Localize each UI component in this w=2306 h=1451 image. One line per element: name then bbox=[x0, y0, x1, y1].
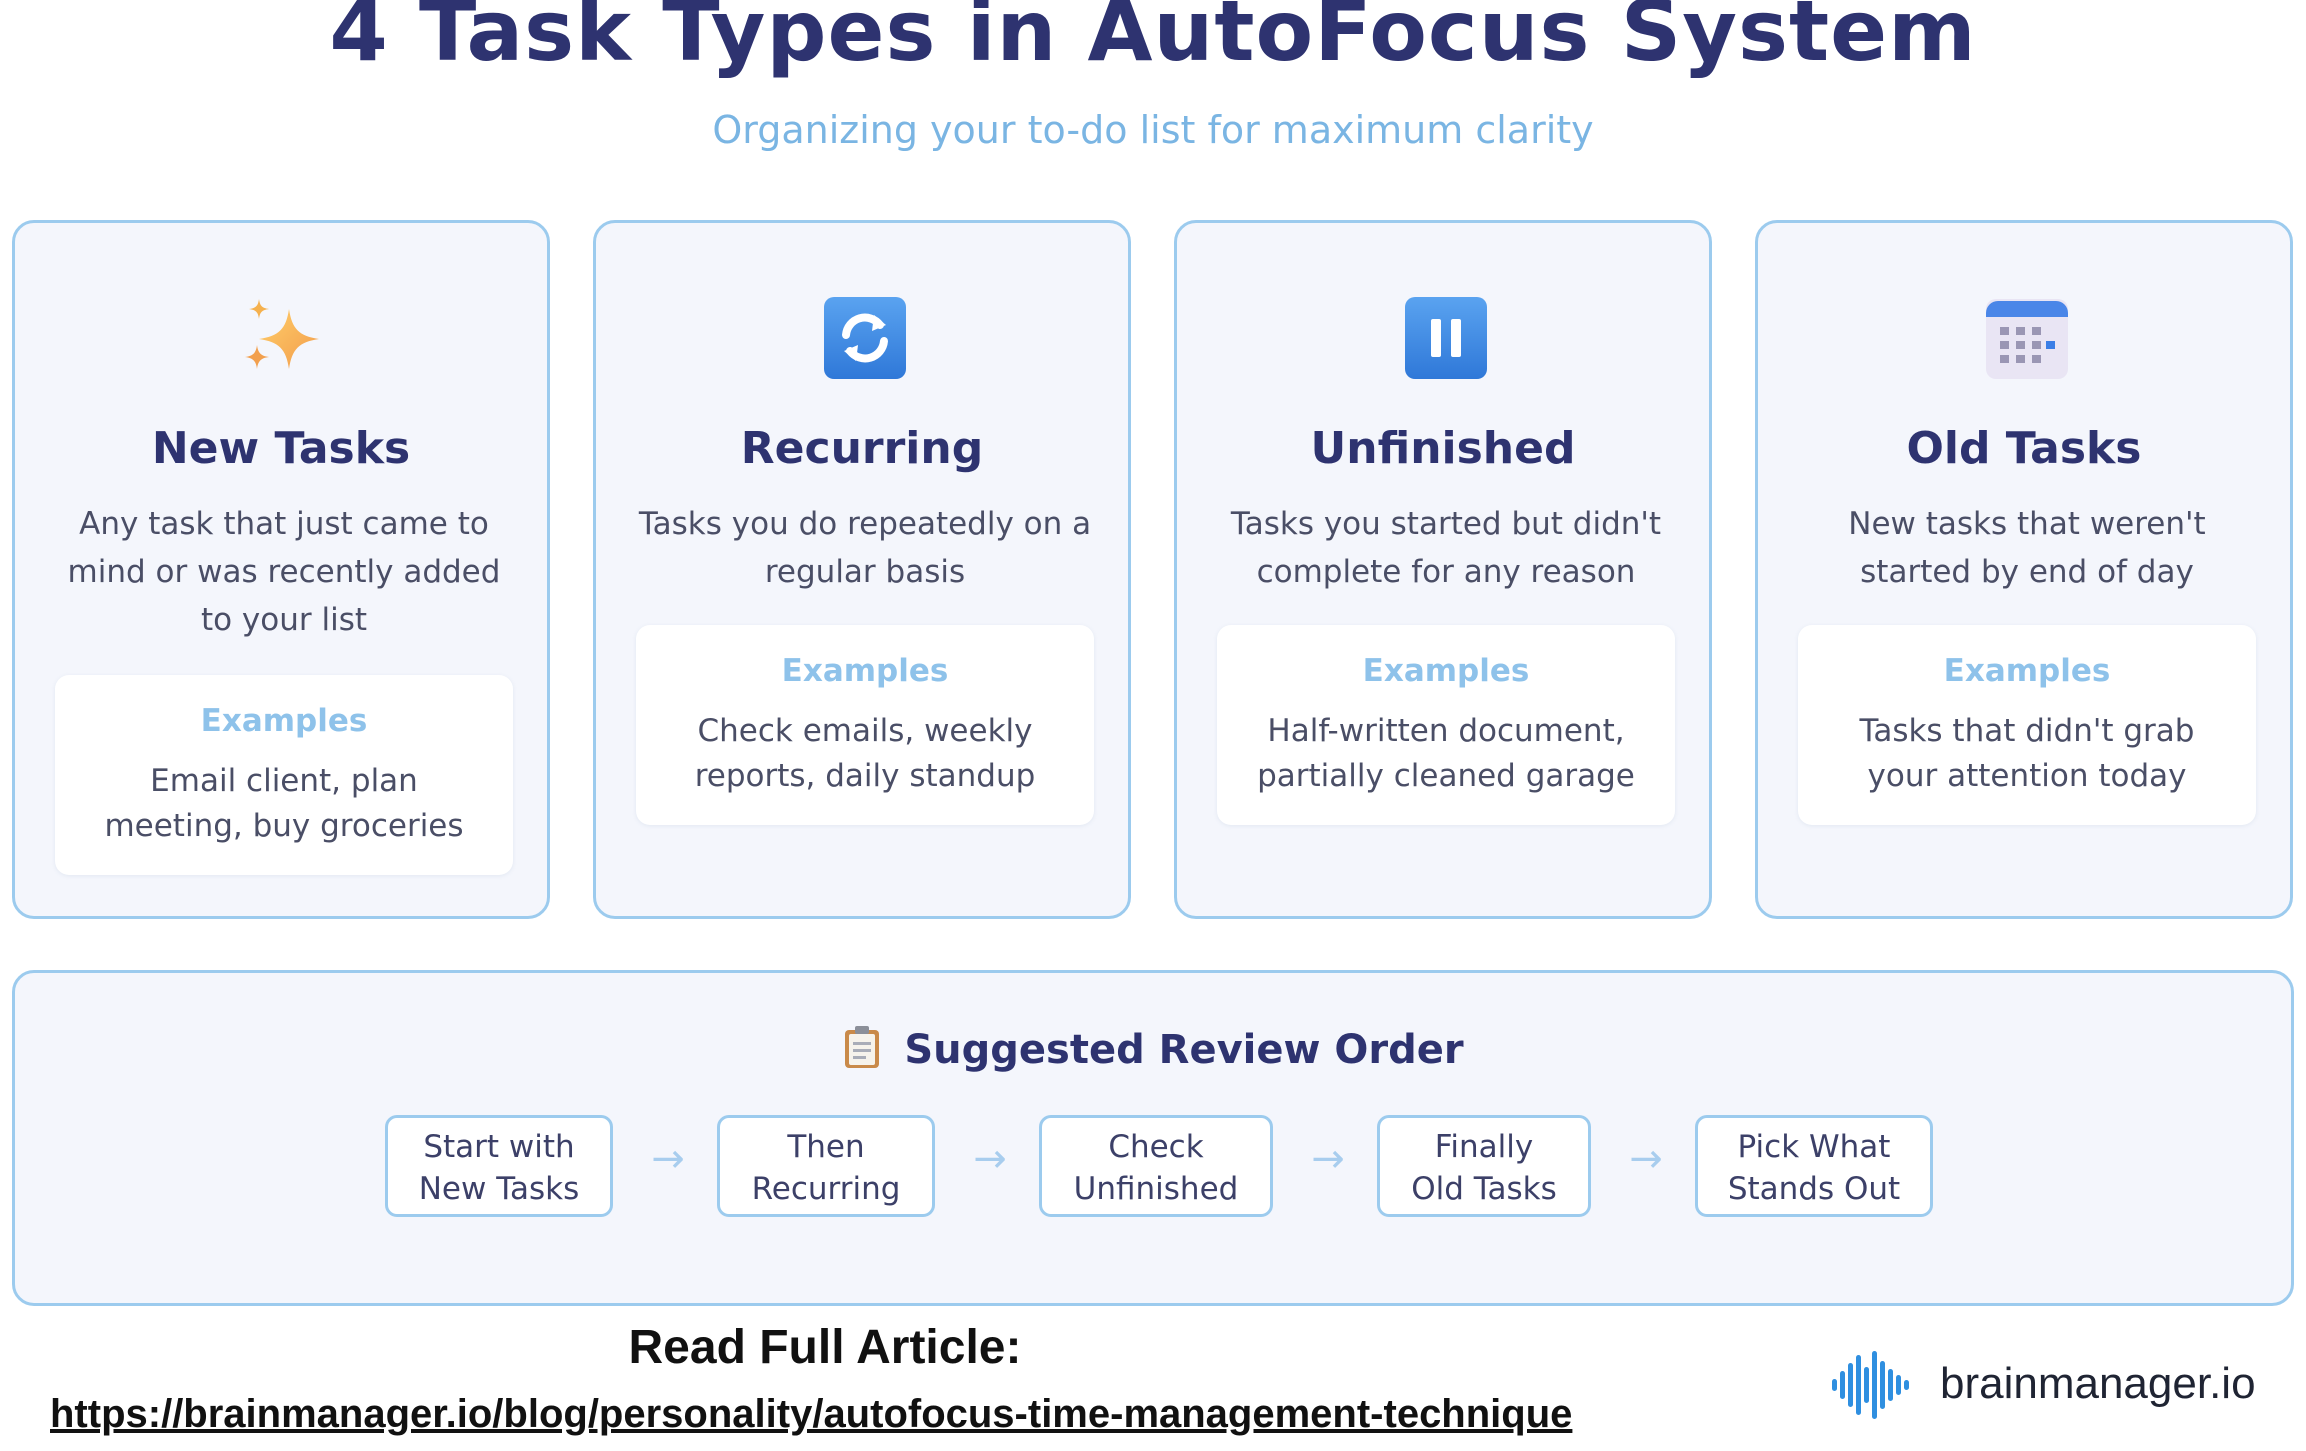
examples-box: Examples Check emails, weekly reports, d… bbox=[636, 625, 1094, 825]
repeat-icon bbox=[824, 297, 906, 379]
card-description: Any task that just came to mind or was r… bbox=[67, 506, 501, 638]
card-description: Tasks you started but didn't complete fo… bbox=[1230, 506, 1662, 590]
examples-text: Check emails, weekly reports, daily stan… bbox=[694, 713, 1036, 794]
step-line: Then bbox=[787, 1129, 865, 1165]
card-old-tasks: Old Tasks New tasks that weren't started… bbox=[1755, 220, 2293, 919]
card-description: Tasks you do repeatedly on a regular bas… bbox=[638, 506, 1092, 590]
examples-label: Examples bbox=[1362, 653, 1530, 689]
review-step-3: Check Unfinished bbox=[1039, 1115, 1273, 1217]
step-line: Finally bbox=[1434, 1129, 1534, 1165]
review-heading-text: Suggested Review Order bbox=[904, 1027, 1464, 1073]
card-new-tasks: New Tasks Any task that just came to min… bbox=[12, 220, 550, 919]
step-line: Start with bbox=[423, 1129, 575, 1165]
card-title: Unfinished bbox=[1310, 423, 1576, 474]
examples-label: Examples bbox=[781, 653, 949, 689]
review-step-2: Then Recurring bbox=[717, 1115, 935, 1217]
arrow-right-icon: → bbox=[1629, 1136, 1663, 1182]
examples-text: Half-written document, partially cleaned… bbox=[1257, 713, 1635, 794]
brand-logo: brainmanager.io bbox=[1830, 1345, 2280, 1425]
examples-label: Examples bbox=[1943, 653, 2111, 689]
sound-wave-logo-icon bbox=[1832, 1351, 1909, 1419]
review-order-panel: Suggested Review Order Start with New Ta… bbox=[12, 970, 2294, 1306]
task-type-cards: New Tasks Any task that just came to min… bbox=[12, 220, 2294, 925]
arrow-right-icon: → bbox=[973, 1136, 1007, 1182]
examples-text: Tasks that didn't grab your attention to… bbox=[1859, 713, 2195, 794]
card-recurring: Recurring Tasks you do repeatedly on a r… bbox=[593, 220, 1131, 919]
page-subtitle: Organizing your to-do list for maximum c… bbox=[712, 108, 1594, 152]
step-line: Unfinished bbox=[1073, 1171, 1239, 1207]
step-line: Check bbox=[1108, 1129, 1204, 1165]
arrow-right-icon: → bbox=[1311, 1136, 1345, 1182]
step-line: Old Tasks bbox=[1411, 1171, 1557, 1207]
step-line: Pick What bbox=[1737, 1129, 1891, 1165]
card-description: New tasks that weren't started by end of… bbox=[1848, 506, 2206, 590]
step-line: Recurring bbox=[751, 1171, 901, 1207]
step-line: Stands Out bbox=[1727, 1171, 1901, 1207]
card-unfinished: Unfinished Tasks you started but didn't … bbox=[1174, 220, 1712, 919]
examples-box: Examples Email client, plan meeting, buy… bbox=[55, 675, 513, 875]
examples-text: Email client, plan meeting, buy grocerie… bbox=[104, 763, 464, 844]
review-step-1: Start with New Tasks bbox=[385, 1115, 613, 1217]
review-step-5: Pick What Stands Out bbox=[1695, 1115, 1933, 1217]
arrow-right-icon: → bbox=[651, 1136, 685, 1182]
read-full-article-label: Read Full Article: bbox=[628, 1321, 1022, 1374]
examples-box: Examples Half-written document, partiall… bbox=[1217, 625, 1675, 825]
article-link[interactable]: https://brainmanager.io/blog/personality… bbox=[50, 1392, 1573, 1436]
pause-icon bbox=[1405, 297, 1487, 379]
clipboard-icon bbox=[845, 1026, 880, 1068]
examples-label: Examples bbox=[200, 703, 368, 739]
card-title: Recurring bbox=[740, 423, 984, 474]
examples-box: Examples Tasks that didn't grab your att… bbox=[1798, 625, 2256, 825]
card-title: Old Tasks bbox=[1906, 423, 2142, 474]
brand-name: brainmanager.io bbox=[1940, 1359, 2256, 1408]
step-line: New Tasks bbox=[418, 1171, 580, 1207]
calendar-icon bbox=[1986, 299, 2068, 379]
sparkles-icon bbox=[245, 299, 319, 369]
page-title: 4 Task Types in AutoFocus System bbox=[329, 0, 1977, 80]
card-title: New Tasks bbox=[151, 423, 411, 474]
review-heading: Suggested Review Order bbox=[15, 1025, 2291, 1073]
review-step-4: Finally Old Tasks bbox=[1377, 1115, 1591, 1217]
